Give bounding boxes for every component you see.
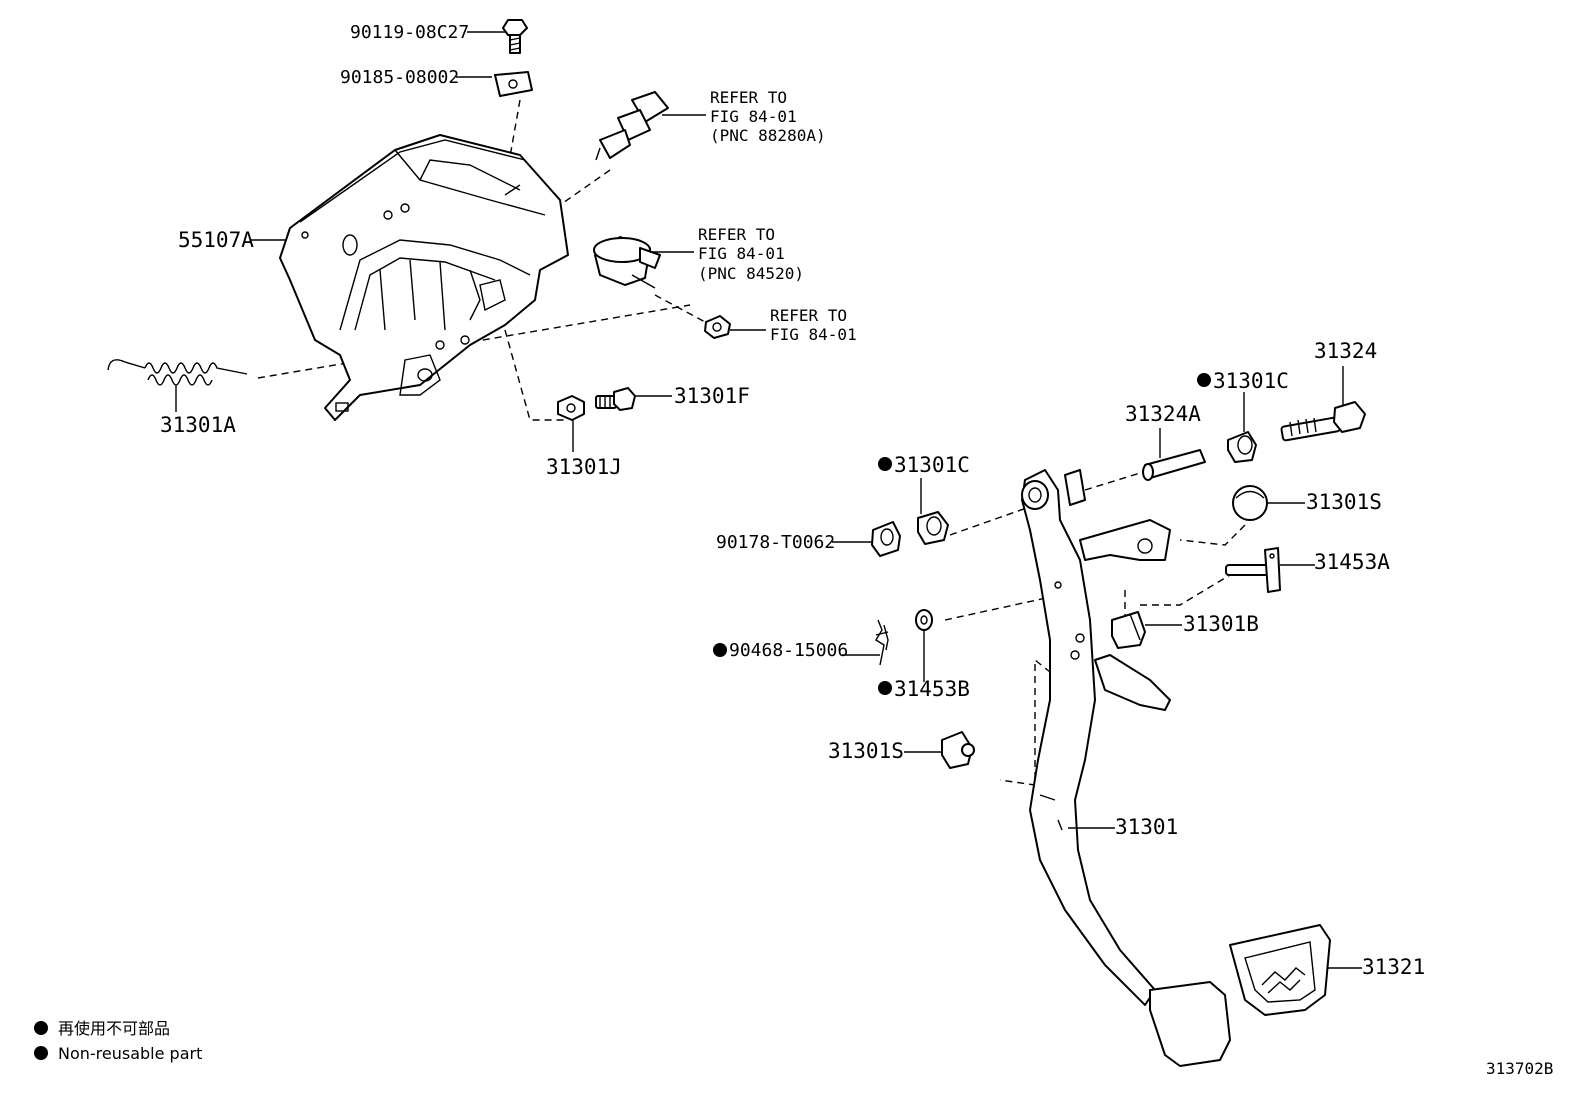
refer-b-line2: FIG 84-01 xyxy=(698,244,785,263)
clip-90468 xyxy=(875,619,889,666)
label-31321: 31321 xyxy=(1362,955,1425,979)
refer-note-c: REFER TO FIG 84-01 xyxy=(770,306,857,344)
bolt-31324 xyxy=(1280,401,1366,442)
return-spring xyxy=(107,359,248,386)
label-90468: 90468-15006 xyxy=(729,640,848,661)
non-reusable-marker xyxy=(878,681,892,695)
label-90119: 90119-08C27 xyxy=(350,22,469,43)
pedal-pad-31321 xyxy=(1229,924,1331,1016)
label-55107A: 55107A xyxy=(178,228,254,252)
brake-pedal-arm xyxy=(1021,469,1231,1067)
label-31301S-right: 31301S xyxy=(1306,490,1382,514)
bushing-31301C-mid xyxy=(917,511,949,545)
refer-a-line2: FIG 84-01 xyxy=(710,107,797,126)
clip-nut-90185 xyxy=(494,71,533,97)
refer-a-line3: (PNC 88280A) xyxy=(710,126,826,145)
label-31324: 31324 xyxy=(1314,339,1377,363)
label-31301C-top: 31301C xyxy=(1213,369,1289,393)
label-31301C-mid: 31301C xyxy=(894,453,970,477)
legend-marker xyxy=(34,1046,48,1060)
refer-a-line1: REFER TO xyxy=(710,88,787,107)
assembly-lines xyxy=(257,99,1246,786)
figure-id: 313702B xyxy=(1486,1059,1553,1078)
refer-note-a: REFER TO FIG 84-01 (PNC 88280A) xyxy=(710,88,826,145)
stopper-31301S-left xyxy=(941,731,975,769)
refer-note-b: REFER TO FIG 84-01 (PNC 84520) xyxy=(698,225,804,283)
label-31301: 31301 xyxy=(1115,815,1178,839)
stop-lamp-switch xyxy=(595,91,669,161)
pedal-bracket xyxy=(279,134,569,421)
label-31301S-left: 31301S xyxy=(828,739,904,763)
label-90178: 90178-T0062 xyxy=(716,532,835,553)
sleeve-31324A xyxy=(1142,449,1206,481)
label-31301B: 31301B xyxy=(1183,612,1259,636)
legend-english: Non-reusable part xyxy=(58,1044,202,1063)
part-labels: 90119-08C27 90185-08002 55107A 31301A 31… xyxy=(160,22,1425,979)
label-31301J: 31301J xyxy=(546,455,622,479)
pedal-sensor xyxy=(593,236,661,289)
ball-31301S-right xyxy=(1232,485,1268,521)
legend-japanese: 再使用不可部品 xyxy=(58,1019,170,1038)
cushion-31301B xyxy=(1111,611,1146,649)
pin-31453A xyxy=(1225,547,1281,593)
refer-c-line2: FIG 84-01 xyxy=(770,325,857,344)
label-31324A: 31324A xyxy=(1125,402,1201,426)
non-reusable-marker xyxy=(713,643,727,657)
legend: 再使用不可部品 Non-reusable part xyxy=(34,1019,202,1063)
label-31301F: 31301F xyxy=(674,384,750,408)
refer-b-line1: REFER TO xyxy=(698,225,775,244)
leader-lines xyxy=(175,31,1362,969)
bolt-90119 xyxy=(502,19,528,54)
collar-90178 xyxy=(871,521,901,557)
legend-marker xyxy=(34,1021,48,1035)
bushing-31301C-top xyxy=(1227,431,1257,463)
label-31453B: 31453B xyxy=(894,677,970,701)
bushing-31453B xyxy=(915,609,933,631)
refer-b-line3: (PNC 84520) xyxy=(698,264,804,283)
non-reusable-marker xyxy=(878,457,892,471)
label-90185: 90185-08002 xyxy=(340,67,459,88)
label-31453A: 31453A xyxy=(1314,550,1390,574)
nut-refer-c xyxy=(704,315,731,339)
nut-31301J xyxy=(557,395,585,421)
refer-c-line1: REFER TO xyxy=(770,306,847,325)
label-31301A: 31301A xyxy=(160,413,236,437)
bolt-31301F xyxy=(595,387,636,411)
non-reusable-marker xyxy=(1197,373,1211,387)
